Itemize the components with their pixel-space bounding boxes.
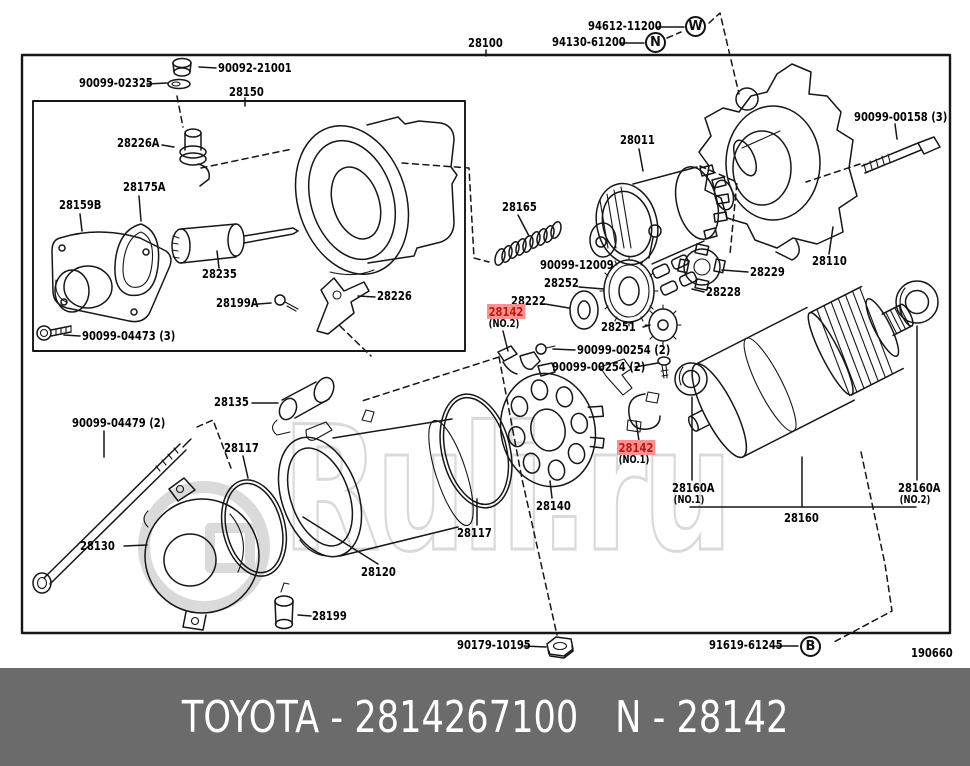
part-label-28160A: 28160A(NO.2) xyxy=(898,480,941,506)
bolt-04473-drawing xyxy=(36,325,72,341)
subassembly-box-28150 xyxy=(32,100,466,352)
part-label-28100: 28100 xyxy=(468,35,503,50)
o-ring1-drawing xyxy=(220,479,288,577)
washer-drawing xyxy=(569,290,599,330)
part-label-28229: 28229 xyxy=(750,264,785,279)
o-ring2-drawing xyxy=(439,393,513,509)
part-label-28150: 28150 xyxy=(229,84,264,99)
end-frame-drawing xyxy=(143,477,260,631)
banner-part-code: N - 28142 xyxy=(614,691,789,743)
part-label-28251: 28251 xyxy=(601,319,636,334)
part-label-90092-21001: 90092-21001 xyxy=(218,60,292,75)
field-frame-drawing xyxy=(277,409,474,558)
part-label-28117: 28117 xyxy=(457,525,492,540)
part-label-28160A: 28160A(NO.1) xyxy=(672,480,715,506)
cap-drawing xyxy=(172,57,192,77)
part-label-28159B: 28159B xyxy=(59,197,102,212)
banner-part-number: TOYOTA - 2814267100 xyxy=(181,691,579,743)
through-bolt-drawing xyxy=(32,438,192,594)
brush-holder-drawing xyxy=(499,372,605,488)
gasket-drawing xyxy=(114,223,160,297)
part-label-28165: 28165 xyxy=(502,199,537,214)
gear-28252-drawing xyxy=(599,255,659,327)
drive-housing-drawing xyxy=(698,63,858,261)
part-label-90179-10195: 90179-10195 xyxy=(457,637,531,652)
solenoid-drawing xyxy=(171,223,299,264)
part-label-28140: 28140 xyxy=(536,498,571,513)
marker-circle-W: W xyxy=(685,16,706,37)
part-label-28175A: 28175A xyxy=(123,179,166,194)
end-cover-drawing xyxy=(51,231,172,323)
part-label-28226A: 28226A xyxy=(117,135,160,150)
terminal-28199a-drawing xyxy=(274,294,299,312)
grommet-drawing xyxy=(271,376,335,441)
nut-drawing xyxy=(546,636,574,659)
part-label-91619-61245: 91619-61245 xyxy=(709,637,783,652)
bearing-no2-drawing xyxy=(895,280,939,324)
part-label-90099-00158: 90099-00158 (3) xyxy=(854,109,948,124)
part-label-28235: 28235 xyxy=(202,266,237,281)
part-label-94612-11200: 94612-11200 xyxy=(588,18,662,33)
part-label-28130: 28130 xyxy=(80,538,115,553)
leader-lines xyxy=(63,26,918,648)
brush-no1-drawing xyxy=(599,358,661,433)
part-label-28110: 28110 xyxy=(812,253,847,268)
seal-drawing xyxy=(167,78,191,90)
part-label-28226: 28226 xyxy=(377,288,412,303)
ball-drawing xyxy=(648,224,662,238)
part-label-28120: 28120 xyxy=(361,564,396,579)
caption-banner: TOYOTA - 2814267100 N - 28142 xyxy=(0,668,970,766)
screw-00254b-drawing xyxy=(657,356,671,379)
bolt-00158-drawing xyxy=(861,136,941,174)
marker-circle-B: B xyxy=(800,636,821,657)
marker-circle-N: N xyxy=(645,32,666,53)
part-label-94130-61200: 94130-61200 xyxy=(552,34,626,49)
part-label-28117: 28117 xyxy=(224,440,259,455)
plunger-drawing xyxy=(179,128,211,187)
screw-00254a-drawing xyxy=(535,343,556,355)
clutch-drawing xyxy=(589,164,735,266)
part-label-28135: 28135 xyxy=(214,394,249,409)
watermark-logo-icon xyxy=(138,481,270,613)
part-label-28199A: 28199A xyxy=(216,295,259,310)
drive-lever-drawing xyxy=(316,277,370,335)
part-label-28011: 28011 xyxy=(620,132,655,147)
rollers-drawing xyxy=(651,254,698,296)
starter-housing-drawing xyxy=(294,116,458,276)
terminal-28199-drawing xyxy=(274,582,294,630)
part-label-90099-04473: 90099-04473 (3) xyxy=(82,328,176,343)
part-label-28222: 28222 xyxy=(511,293,546,308)
part-label-90099-00254: 90099-00254 (2) xyxy=(577,342,671,357)
part-label-90099-04479: 90099-04479 (2) xyxy=(72,415,166,430)
part-label-90099-00254: 90099-00254 (2) xyxy=(552,359,646,374)
assembly-dashed-lines xyxy=(176,12,893,643)
part-label-28142: 28142(NO.1) xyxy=(617,440,655,466)
part-label-28228: 28228 xyxy=(706,284,741,299)
part-label-28142: 28142(NO.2) xyxy=(487,304,525,330)
part-label-90099-02325: 90099-02325 xyxy=(79,75,153,90)
bearing-no1-drawing xyxy=(674,362,708,396)
part-label-28199: 28199 xyxy=(312,608,347,623)
part-label-28252: 28252 xyxy=(544,275,579,290)
part-label-28160: 28160 xyxy=(784,510,819,525)
part-label-190660: 190660 xyxy=(911,645,953,660)
diagram-border xyxy=(20,53,952,635)
spring-drawing xyxy=(494,221,562,266)
part-label-90099-12009: 90099-12009 xyxy=(540,257,614,272)
retainer-28229-drawing xyxy=(677,243,726,291)
